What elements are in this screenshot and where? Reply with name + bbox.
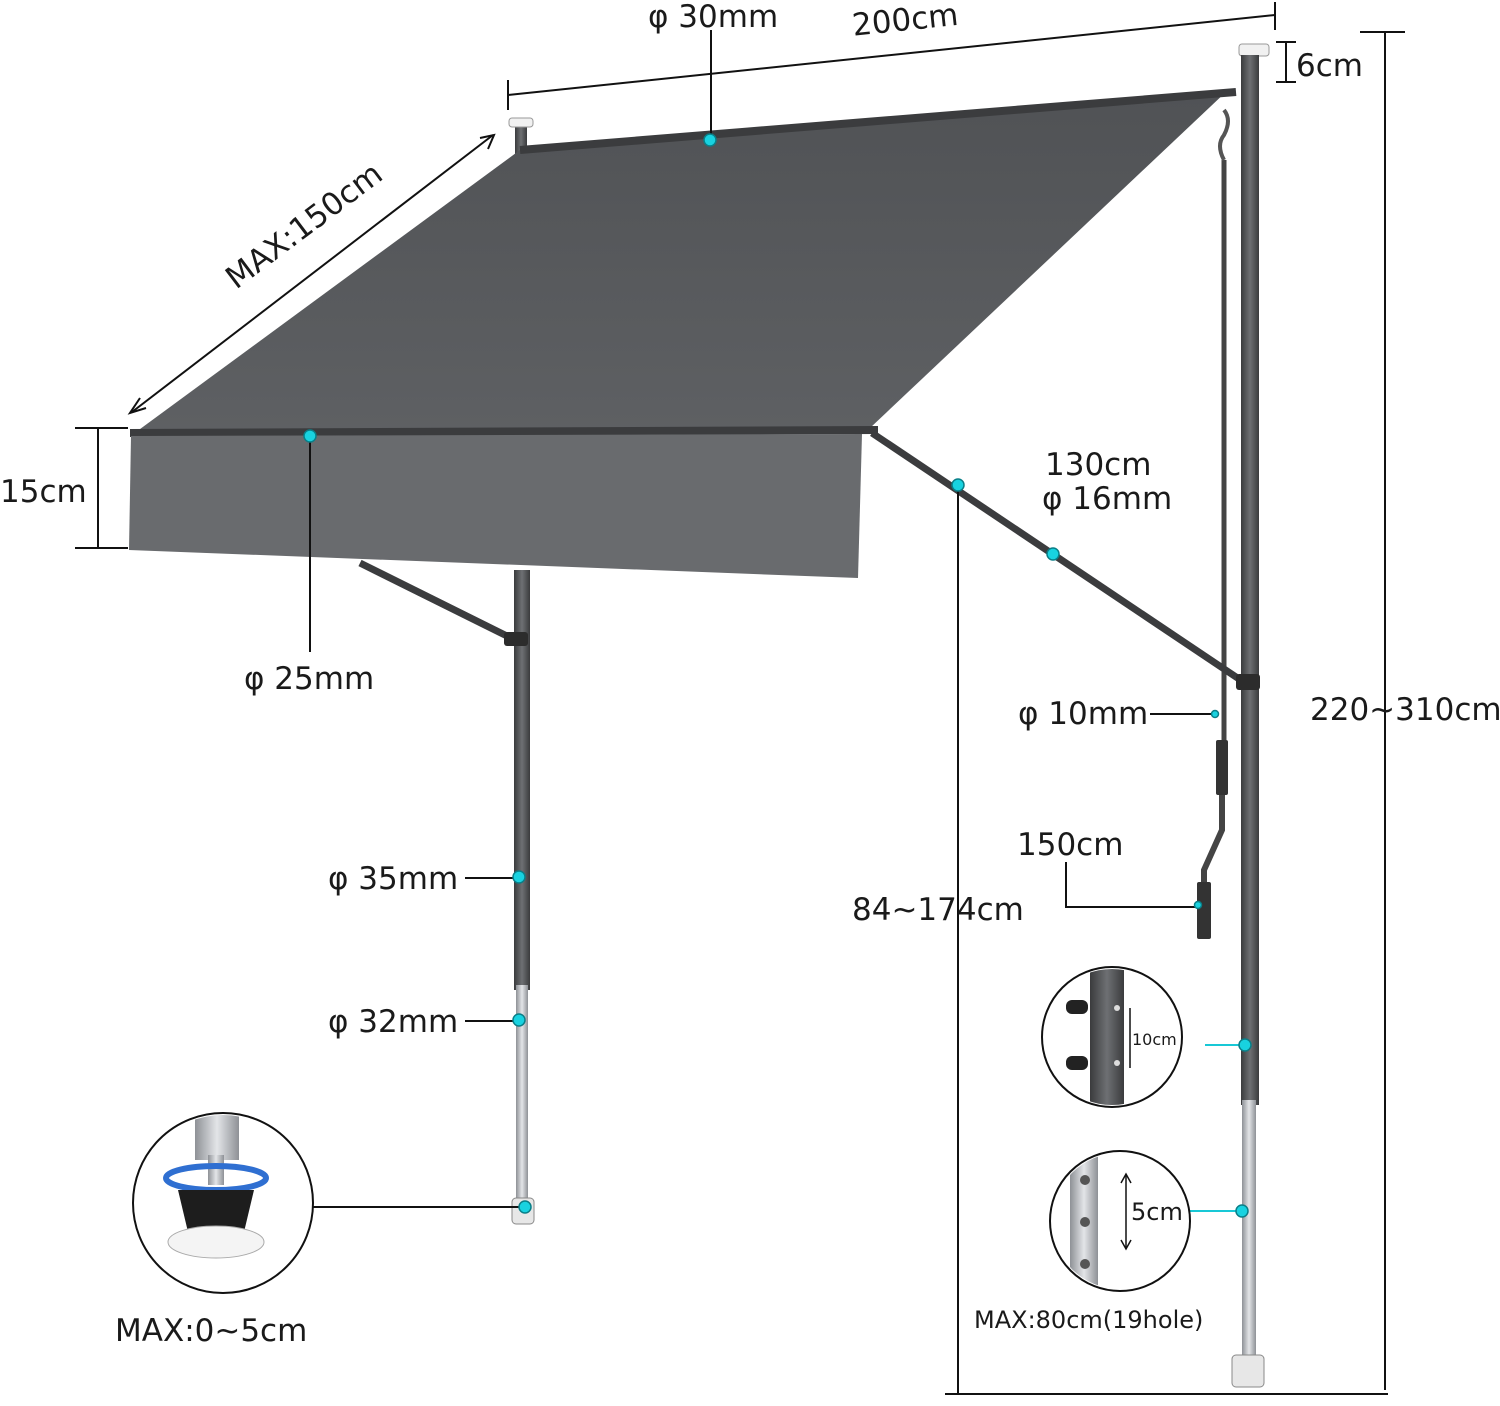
right-pole-cap bbox=[1238, 43, 1270, 57]
left-pole-chrome-section bbox=[516, 985, 528, 1200]
valance bbox=[129, 434, 862, 578]
right-pole-dark-section bbox=[1241, 55, 1259, 1105]
marker-crank bbox=[1210, 709, 1220, 719]
marker-front-bar bbox=[303, 429, 317, 443]
arm-diameter-label: φ 16mm bbox=[1042, 481, 1172, 517]
crank-hook bbox=[1218, 108, 1230, 161]
awning-fabric bbox=[136, 90, 1228, 432]
hole-detail-upper bbox=[1041, 966, 1183, 1108]
marker-foot bbox=[518, 1200, 532, 1214]
valance-height-label: 15cm bbox=[0, 474, 87, 510]
marker-top-roller bbox=[703, 133, 717, 147]
front-bar-diameter-label: φ 25mm bbox=[244, 661, 374, 697]
crank-length-label: 150cm bbox=[1017, 827, 1123, 863]
marker-crank-length bbox=[1193, 900, 1203, 910]
right-arm-joint bbox=[1236, 674, 1260, 690]
marker-arm bbox=[1046, 547, 1060, 561]
extension-range-label: MAX:80cm(19hole) bbox=[974, 1306, 1203, 1334]
crank-bend bbox=[1201, 795, 1225, 885]
upper-post-diameter-label: φ 35mm bbox=[328, 861, 458, 897]
marker-arm-mount bbox=[951, 478, 965, 492]
hole-spacing-upper-label: 10cm bbox=[1132, 1030, 1177, 1049]
right-pole-chrome-section bbox=[1242, 1100, 1256, 1360]
dimension-lines bbox=[75, 2, 1405, 1395]
left-pole-dark-section bbox=[514, 570, 530, 990]
marker-hole-lower bbox=[1235, 1204, 1249, 1218]
left-arm bbox=[358, 559, 517, 644]
crank-grip-upper bbox=[1216, 740, 1228, 795]
crank-grip-lower bbox=[1197, 882, 1211, 939]
crank-diameter-label: φ 10mm bbox=[1018, 696, 1148, 732]
front-bar bbox=[129, 426, 879, 437]
top-bar-diameter-label: φ 30mm bbox=[648, 0, 778, 35]
marker-lower-post bbox=[512, 1013, 526, 1027]
arm-length-label: 130cm bbox=[1045, 447, 1151, 483]
hole-spacing-lower-label: 5cm bbox=[1131, 1198, 1183, 1226]
hole-detail-lower bbox=[1049, 1150, 1191, 1292]
right-pole-foot bbox=[1231, 1354, 1265, 1388]
lower-post-diameter-label: φ 32mm bbox=[328, 1004, 458, 1040]
top-roller bbox=[519, 88, 1237, 154]
arm-mount-height-label: 84~174cm bbox=[852, 892, 1024, 928]
measurement-markers bbox=[303, 133, 1252, 1218]
foot-detail-callout bbox=[132, 1112, 314, 1294]
right-arm bbox=[870, 430, 1247, 686]
marker-upper-post bbox=[512, 870, 526, 884]
foot-adjustment-label: MAX:0~5cm bbox=[115, 1313, 307, 1349]
awning-illustration bbox=[129, 43, 1270, 1388]
left-arm-joint bbox=[504, 632, 528, 646]
total-height-label: 220~310cm bbox=[1310, 692, 1500, 728]
post-cap-height-label: 6cm bbox=[1296, 48, 1363, 84]
marker-hole-upper bbox=[1238, 1038, 1252, 1052]
width-label: 200cm bbox=[850, 0, 960, 44]
left-pole-cap bbox=[508, 117, 534, 128]
